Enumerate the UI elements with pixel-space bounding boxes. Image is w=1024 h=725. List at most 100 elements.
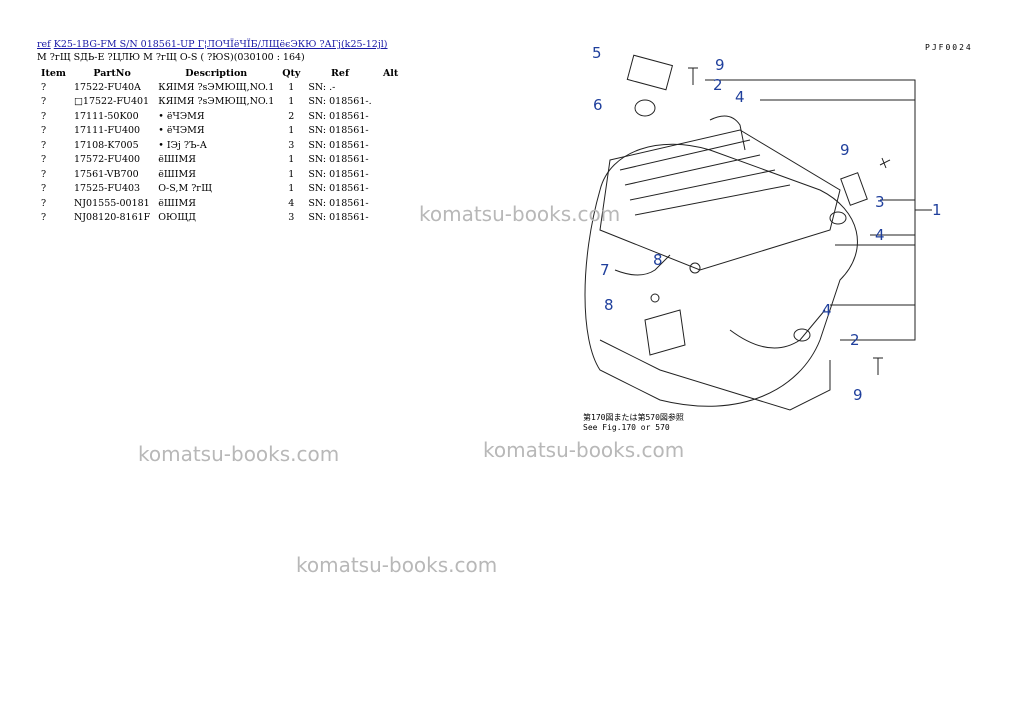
engine-parts-diagram: 5 9 2 6 4 9 3 1 4 8 7 8 4 2 9 [584, 44, 942, 411]
cell-description: ёШІМЯ [158, 168, 196, 180]
clamp-8-lower [650, 293, 660, 303]
callout-4: 4 [822, 301, 832, 319]
cell-partno: 17561-VB700 [73, 168, 139, 180]
bolt-9-bottom [873, 357, 883, 375]
cell-ref: SN: 018561- [308, 154, 369, 166]
bracket-5 [626, 54, 674, 91]
watermark: komatsu-books.com [483, 438, 685, 462]
cell-description: О-S,М ?гЩ [158, 183, 213, 195]
parts-table-header: Item PartNo Description Qty Ref Alt [37, 66, 406, 80]
cell-alt [376, 182, 406, 197]
cell-item: ? [41, 125, 47, 137]
drawing-code: PJF0024 [925, 43, 973, 52]
cell-alt [376, 196, 406, 211]
cell-description: ОЮЩД [158, 212, 196, 224]
table-row: ? 17572-FU400 ёШІМЯ 1 SN: 018561- [37, 153, 406, 168]
hose-lower [729, 309, 826, 349]
oil-pan-outline [599, 339, 831, 411]
callout-4: 4 [875, 226, 885, 244]
cell-alt [376, 95, 406, 110]
header-alt: Alt [382, 67, 399, 79]
figure-note-english: See Fig.170 or 570 [583, 423, 670, 432]
cell-item: ? [41, 183, 47, 195]
engine-block-outline [584, 143, 858, 407]
cell-item: ? [41, 197, 47, 209]
cell-description: КЯІМЯ ?sЭМЮЩ,NO.1 [158, 96, 275, 108]
cell-partno: 17111-50K00 [73, 110, 139, 122]
cell-ref: SN: 018561-. [308, 96, 372, 108]
callout-9: 9 [840, 141, 850, 159]
cell-partno: 17572-FU400 [73, 154, 141, 166]
callout-2: 2 [850, 331, 860, 349]
watermark: komatsu-books.com [419, 202, 621, 226]
cell-description: • ёЧЭМЯ [158, 125, 205, 137]
cell-ref: SN: 018561- [308, 110, 369, 122]
cell-qty: 4 [288, 197, 295, 209]
callout-9: 9 [715, 56, 725, 74]
cell-partno: 17522-FU40A [73, 81, 141, 93]
header-qty: Qty [282, 67, 301, 79]
cell-qty: 1 [288, 96, 295, 108]
clamp-8-upper [689, 262, 701, 274]
cell-ref: SN: 018561- [308, 212, 369, 224]
bolt-9-right [879, 157, 891, 169]
callout-8: 8 [653, 251, 663, 269]
grommet-4-lower [793, 328, 811, 342]
grommet-4-right [829, 211, 847, 225]
cell-partno: □17522-FU401 [73, 96, 150, 108]
cell-qty: 3 [288, 212, 295, 224]
header-partno: PartNo [93, 67, 131, 79]
cell-alt [376, 80, 406, 95]
cell-item: ? [41, 110, 47, 122]
callout-8: 8 [604, 296, 614, 314]
pump-body [644, 309, 686, 356]
cell-item: ? [41, 154, 47, 166]
title-link[interactable]: K25-1BG-FM S/N 018561-UP Г¦ЛОЧЇёЧЇБ/ЛЩёє… [53, 39, 388, 50]
cell-item: ? [41, 139, 47, 151]
cell-partno: 17111-FU400 [73, 125, 141, 137]
section-subtitle: М ?гЩ SДЬ-Е ?ЦЛЮ М ?гЩ О-S ( ?ЮS)(030100… [37, 52, 305, 63]
cell-qty: 1 [288, 154, 295, 166]
cell-item: ? [41, 168, 47, 180]
cell-qty: 2 [288, 110, 295, 122]
cell-qty: 3 [288, 139, 295, 151]
cell-item: ? [41, 212, 47, 224]
cell-item: ? [41, 81, 47, 93]
grommet-6 [634, 99, 656, 117]
cell-partno: NJ01555-00181 [73, 197, 150, 209]
ref-link[interactable]: ref [37, 39, 51, 50]
cell-ref: SN: 018561- [308, 183, 369, 195]
callout-5: 5 [592, 44, 602, 62]
cell-alt [376, 211, 406, 226]
hose-4-upper [709, 115, 746, 151]
cell-partno: 17108-K7005 [73, 139, 139, 151]
header-description: Description [185, 67, 248, 79]
callout-4: 4 [735, 88, 745, 106]
cell-description: ёШІМЯ [158, 154, 196, 166]
cell-description: • ІЭj ?Ъ-А [158, 139, 207, 151]
header-item: Item [41, 67, 66, 79]
cell-qty: 1 [288, 125, 295, 137]
cell-qty: 1 [288, 168, 295, 180]
callout-6: 6 [593, 96, 603, 114]
valve-cover-lines [619, 139, 791, 216]
bracket-3 [840, 172, 868, 206]
hose-7 [614, 254, 671, 276]
cell-partno: NJ08120-8161F [73, 212, 151, 224]
parts-table: Item PartNo Description Qty Ref Alt ? 175… [37, 66, 406, 225]
cell-qty: 1 [288, 81, 295, 93]
cell-ref: SN: 018561- [308, 168, 369, 180]
callout-2: 2 [713, 76, 723, 94]
cell-qty: 1 [288, 183, 295, 195]
cell-alt [376, 167, 406, 182]
callout-7: 7 [600, 261, 610, 279]
table-row: ? NJ08120-8161F ОЮЩД 3 SN: 018561- [37, 211, 406, 226]
figure-reference-note: 第170図または第570図参照 See Fig.170 or 570 [583, 413, 684, 433]
header-title-link: ref K25-1BG-FM S/N 018561-UP Г¦ЛОЧЇёЧЇБ/… [37, 39, 388, 50]
watermark: komatsu-books.com [296, 553, 498, 577]
